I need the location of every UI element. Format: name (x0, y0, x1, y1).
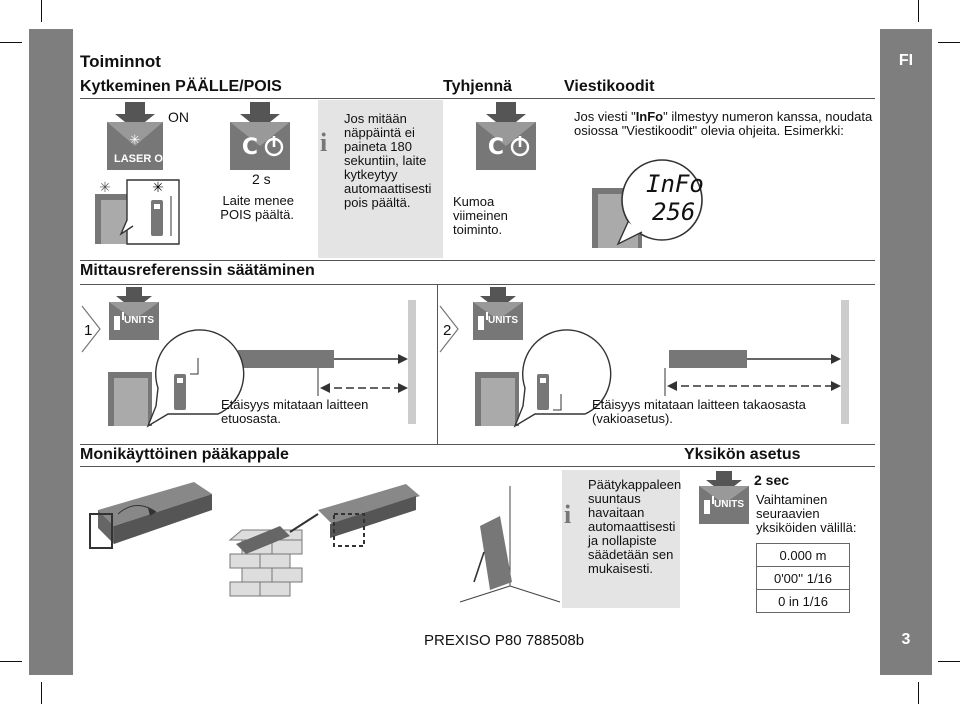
svg-text:✳: ✳ (99, 180, 111, 196)
step-chevron (81, 305, 101, 353)
language-tab: FI (898, 52, 914, 69)
power-on-illustration: ✳ ✳ ✳ (95, 102, 180, 245)
units-label: UNITS (124, 315, 154, 326)
divider (80, 260, 875, 261)
divider (80, 98, 875, 99)
auto-off-note-box (318, 100, 443, 258)
crop-mark (0, 42, 22, 43)
endpiece-illustration-3 (459, 486, 561, 603)
divider (80, 444, 875, 445)
crop-mark (938, 661, 960, 662)
step1-number: 1 (84, 322, 93, 339)
crop-mark (918, 0, 919, 22)
step-chevron (439, 305, 459, 353)
divider (437, 284, 438, 444)
info-icon: i (320, 128, 328, 157)
front-reference-text: Etäisyys mitataan laitteen etuosasta. (221, 397, 369, 426)
front-reference-diagram (108, 300, 416, 428)
unit-options-table: 0.000 m 0'00'' 1/16 0 in 1/16 (756, 543, 850, 613)
two-seconds: 2 s (252, 171, 271, 187)
clear-title: Tyhjennä (443, 78, 513, 95)
units-button-illustration (699, 471, 749, 524)
table-row: 0'00'' 1/16 (756, 566, 850, 590)
laser-on-label: LASER ON (114, 153, 171, 165)
svg-text:C: C (488, 135, 504, 160)
unit-setting-text: Vaihtaminen seuraavien yksiköiden välill… (756, 492, 857, 535)
endpiece-note: Päätykappaleen suuntaus havaitaan automa… (588, 477, 682, 576)
divider (80, 284, 875, 285)
auto-off-note: Jos mitään näppäintä ei paineta 180 seku… (344, 111, 432, 210)
crop-mark (938, 42, 960, 43)
units-button-illustration (109, 287, 159, 340)
step2-number: 2 (443, 322, 452, 339)
crop-mark (918, 682, 919, 704)
unit-option: 0.000 m (756, 543, 850, 567)
units-label: UNITS (488, 315, 518, 326)
display-code: 256 (652, 198, 696, 226)
messages-title: Viestikoodit (564, 78, 655, 95)
crop-mark (0, 661, 22, 662)
divider (80, 466, 875, 467)
on-label: ON (168, 109, 189, 125)
endpiece-illustration-1 (89, 482, 212, 549)
functions-title: Toiminnot (80, 52, 161, 71)
svg-text:C: C (242, 135, 258, 160)
page-number: 3 (901, 631, 911, 648)
rear-reference-diagram (475, 300, 849, 428)
left-margin-bar (29, 29, 73, 675)
power-off-illustration: C (230, 102, 290, 170)
unit-option: 0'00'' 1/16 (756, 566, 850, 590)
messages-text: Jos viesti "InFo" ilmestyy numeron kanss… (574, 109, 873, 138)
power-title: Kytkeminen PÄÄLLE/POIS (80, 78, 282, 95)
svg-text:✳: ✳ (152, 180, 164, 196)
info-icon: i (564, 500, 572, 529)
rear-reference-text: Etäisyys mitataan laitteen takaosasta (v… (592, 397, 806, 426)
crop-mark (41, 0, 42, 22)
message-display-illustration (592, 159, 703, 248)
two-sec-label: 2 sec (754, 472, 790, 488)
right-margin-bar (880, 29, 932, 675)
clear-text: Kumoa viimeinen toiminto. (453, 194, 508, 237)
unit-option: 0 in 1/16 (756, 589, 850, 613)
table-row: 0 in 1/16 (756, 589, 850, 613)
multifunction-title: Monikäyttöinen pääkappale (80, 446, 289, 463)
footer-doc-code: PREXISO P80 788508b (424, 632, 585, 649)
endpiece-note-box (562, 470, 680, 608)
units-label: UNITS (714, 499, 744, 510)
endpiece-illustration-2 (228, 484, 420, 597)
reference-title: Mittausreferenssin säätäminen (80, 262, 315, 279)
unit-setting-title: Yksikön asetus (684, 446, 801, 463)
display-info: InFo (646, 170, 704, 198)
units-button-illustration (473, 287, 523, 340)
svg-text:✳: ✳ (130, 133, 141, 148)
table-row: 0.000 m (756, 543, 850, 567)
clear-illustration: C (476, 102, 536, 170)
crop-mark (41, 682, 42, 704)
device-off-text: Laite menee POIS päältä. (220, 193, 294, 222)
